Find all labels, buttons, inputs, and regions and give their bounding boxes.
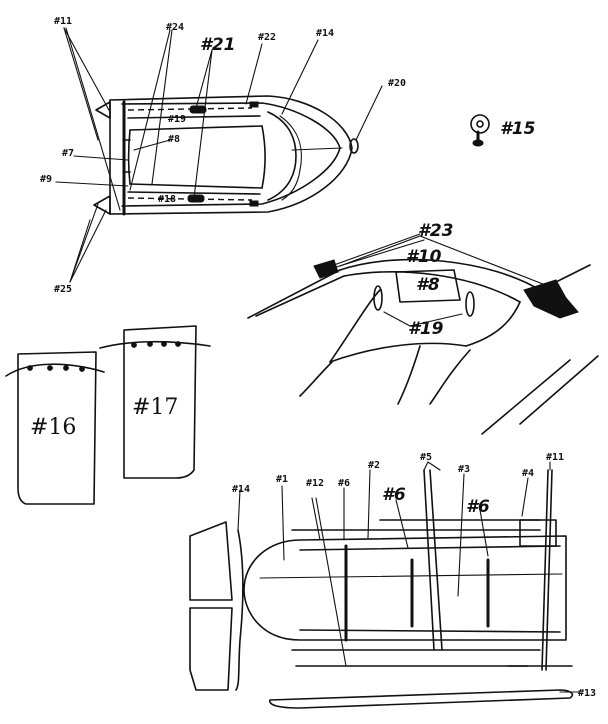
label-11: #11 — [546, 452, 564, 463]
label-18: #18 — [158, 194, 176, 205]
label-14: #14 — [232, 484, 250, 495]
bag-16 — [5, 351, 105, 505]
label-22: #22 — [258, 32, 276, 43]
label-24: #24 — [166, 22, 184, 33]
label-11-top: #11 — [54, 16, 72, 27]
label-6-a: #6 — [338, 478, 350, 489]
label-12: #12 — [306, 478, 324, 489]
label-15: #15 — [500, 119, 536, 139]
label-13: #13 — [578, 688, 596, 699]
label-6-b: #6 — [382, 485, 406, 505]
label-10: #10 — [406, 247, 442, 267]
fitting-15 — [470, 114, 490, 147]
label-21: #21 — [200, 35, 236, 55]
label-14-top: #14 — [316, 28, 334, 39]
label-23: #23 — [418, 221, 454, 241]
boat-top-view — [93, 95, 359, 216]
exploded-side-view — [189, 469, 574, 709]
leaders-side-view — [237, 461, 581, 693]
label-4: #4 — [522, 468, 534, 479]
label-1: #1 — [276, 474, 288, 485]
label-5: #5 — [420, 452, 432, 463]
label-19: #19 — [408, 319, 444, 339]
leaders-top-view — [55, 27, 383, 283]
label-8: #8 — [416, 275, 440, 295]
label-17: #17 — [132, 395, 178, 420]
label-3: #3 — [458, 464, 470, 475]
label-6-c: #6 — [466, 497, 490, 517]
label-16: #16 — [30, 415, 76, 440]
label-8-top: #8 — [168, 134, 180, 145]
bag-17 — [99, 325, 211, 479]
label-19-top: #19 — [168, 114, 186, 125]
seat-perspective — [247, 235, 599, 435]
label-7: #7 — [62, 148, 74, 159]
label-2: #2 — [368, 460, 380, 471]
label-20: #20 — [388, 78, 406, 89]
label-9: #9 — [40, 174, 52, 185]
label-25: #25 — [54, 284, 72, 295]
